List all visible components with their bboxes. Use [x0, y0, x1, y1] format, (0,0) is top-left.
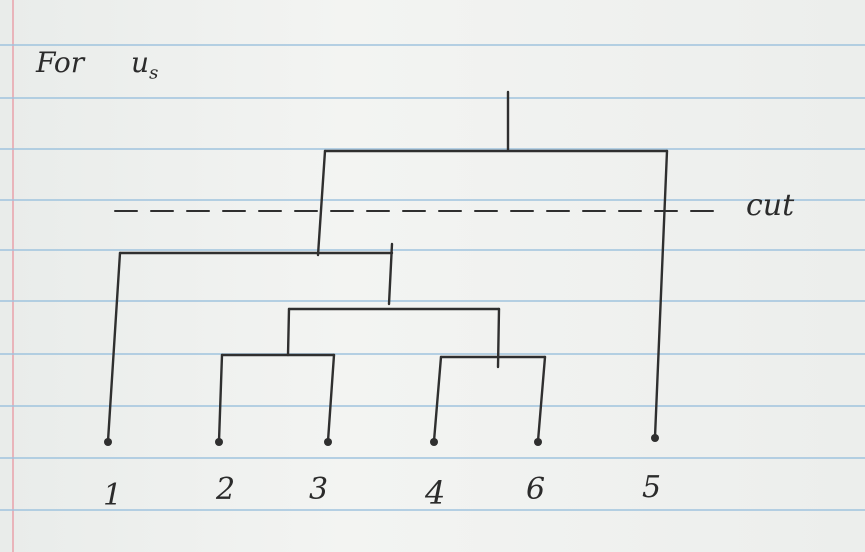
leaf-dot-2 [215, 438, 223, 446]
leaf-dot-3 [324, 438, 332, 446]
leaf-label-2: 2 [216, 472, 236, 507]
cut-label: cut [746, 188, 795, 223]
leaf-dot-1 [104, 438, 112, 446]
branch-leaf-1 [106, 251, 122, 443]
branch-leaf-5 [653, 149, 669, 439]
ruled-line [0, 300, 865, 302]
leaf-label-6: 6 [526, 472, 546, 507]
leaf-label-1: 1 [103, 478, 123, 513]
diagram-heading: For us [36, 46, 158, 84]
ruled-line [0, 44, 865, 46]
ruled-line [0, 97, 865, 99]
leaf-label-4: 4 [425, 474, 446, 512]
leaf-label-5: 5 [642, 470, 662, 505]
branch-group-46 [496, 307, 501, 369]
ruled-line [0, 509, 865, 511]
heading-symbol: us [131, 46, 158, 84]
ruled-line [0, 405, 865, 407]
ruled-line [0, 249, 865, 251]
branch-leaf-3 [326, 353, 336, 443]
branch-group-2346 [387, 242, 394, 306]
branch-leaf-6 [536, 355, 547, 443]
leaf-dot-5 [651, 434, 659, 442]
leaf-label-3: 3 [309, 472, 329, 507]
ruled-line [0, 199, 865, 201]
heading-symbol-letter: u [131, 46, 150, 79]
branch-left-top [316, 149, 327, 257]
ruled-line [0, 353, 865, 355]
margin-line [12, 0, 14, 552]
ruled-line [0, 148, 865, 150]
branch-group-23 [286, 307, 291, 357]
heading-prefix: For [36, 46, 85, 79]
ruled-line [0, 457, 865, 459]
leaf-dot-4 [430, 438, 438, 446]
leaf-dot-6 [534, 438, 542, 446]
branch-leaf-4 [432, 355, 443, 443]
branch-leaf-2 [217, 353, 224, 443]
heading-subscript: s [149, 62, 159, 84]
